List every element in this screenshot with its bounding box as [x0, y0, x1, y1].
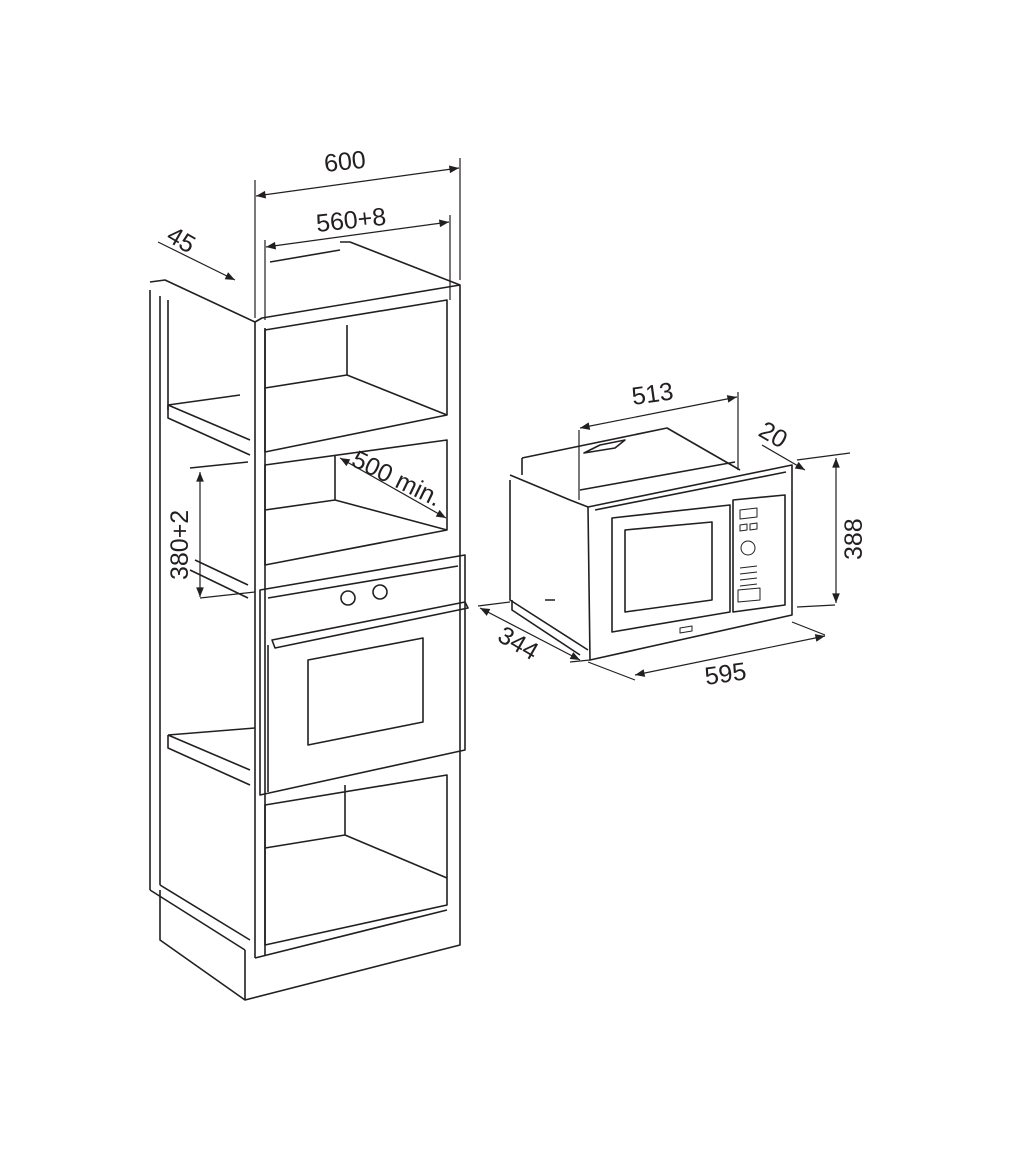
- oven: [259, 554, 469, 796]
- dim-niche-width: 560+8: [315, 203, 388, 238]
- dim-cabinet-width: 600: [323, 146, 367, 178]
- top-vent: [583, 439, 626, 454]
- oven-knob: [372, 584, 388, 600]
- microwave: [509, 427, 793, 661]
- control-knob: [740, 540, 756, 556]
- control-panel: [732, 494, 786, 613]
- dim-microwave-width: 595: [703, 657, 748, 691]
- dim-front-offset: 45: [162, 221, 200, 259]
- microwave-window: [624, 521, 713, 613]
- dim-niche-height: 380+2: [166, 510, 194, 580]
- oven-knob: [340, 590, 356, 606]
- microwave-dimensions: 513 20 388 344 595: [477, 377, 868, 691]
- dim-frame-depth: 20: [754, 416, 792, 454]
- tall-cabinet: [149, 241, 469, 1001]
- dim-side-depth: 344: [493, 621, 543, 666]
- cabinet-dimensions: 600 560+8 45 380+2 500 min.: [157, 146, 461, 599]
- dim-body-depth: 513: [630, 377, 675, 411]
- dim-microwave-height: 388: [840, 518, 868, 560]
- dim-niche-depth: 500 min.: [347, 445, 445, 512]
